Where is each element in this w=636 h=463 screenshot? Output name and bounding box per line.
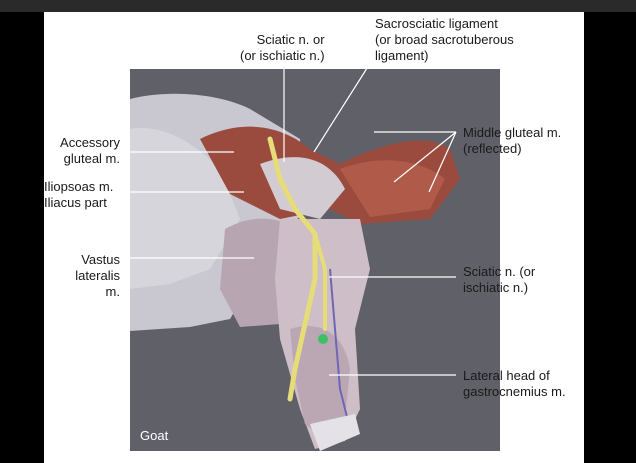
leader-sacrosciatic: [313, 64, 370, 153]
label-middle-gluteal: Middle gluteal m. (reflected): [463, 125, 561, 157]
label-accessory-gluteal: Accessory gluteal m.: [60, 135, 120, 167]
top-bar: [0, 0, 636, 12]
label-sciatic-top: Sciatic n. or (or ischiatic n.): [240, 32, 325, 64]
label-line: (or broad sacrotuberous: [375, 32, 514, 47]
leader-middle-gluteal-2: [393, 131, 457, 183]
species-caption: Goat: [140, 428, 169, 443]
label-line: ligament): [375, 48, 429, 63]
label-line: Middle gluteal m.: [463, 125, 562, 140]
vessel-path: [329, 268, 351, 430]
flank-fascia-shape: [130, 128, 240, 289]
green-marker: [318, 334, 328, 344]
sciatic-nerve-branch-path: [313, 232, 327, 331]
label-line: gastrocnemius m.: [463, 384, 566, 399]
leader-lines: [128, 64, 457, 376]
leader-middle-gluteal-3: [428, 131, 457, 193]
sacrosciatic-ligament-shape: [260, 157, 345, 219]
label-vastus-lateralis: Vastus lateralis m.: [75, 252, 120, 300]
middle-gluteal-highlight-shape: [340, 160, 445, 217]
label-sciatic-right: Sciatic n. (or ischiatic n.): [463, 264, 535, 296]
anatomy-figure: Goat Sciatic n. or (or ischiatic n.) Sac…: [44, 12, 584, 463]
label-gastrocnemius: Lateral head of gastrocnemius m.: [463, 368, 566, 400]
label-line: Sciatic n. or: [256, 32, 325, 47]
label-line: m.: [105, 284, 120, 299]
label-line: Iliopsoas m.: [44, 179, 114, 194]
label-line: Sacrosciatic ligament: [375, 16, 498, 31]
label-line: (or ischiatic n.): [240, 48, 325, 63]
label-line: Iliacus part: [44, 195, 107, 210]
label-sacrosciatic-ligament: Sacrosciatic ligament (or broad sacrotub…: [375, 16, 514, 64]
label-line: Lateral head of: [463, 368, 550, 383]
label-line: Vastus: [81, 252, 120, 267]
label-iliopsoas: Iliopsoas m. Iliacus part: [44, 179, 113, 211]
gastrocnemius-shape: [290, 325, 350, 439]
label-line: Sciatic n. (or: [463, 264, 536, 279]
cut-end-shape: [310, 414, 360, 451]
label-line: (reflected): [463, 141, 522, 156]
sciatic-nerve-path: [267, 136, 318, 402]
label-line: ischiatic n.): [463, 280, 529, 295]
label-line: lateralis: [75, 268, 120, 283]
label-line: Accessory: [60, 135, 120, 150]
label-line: gluteal m.: [63, 151, 120, 166]
